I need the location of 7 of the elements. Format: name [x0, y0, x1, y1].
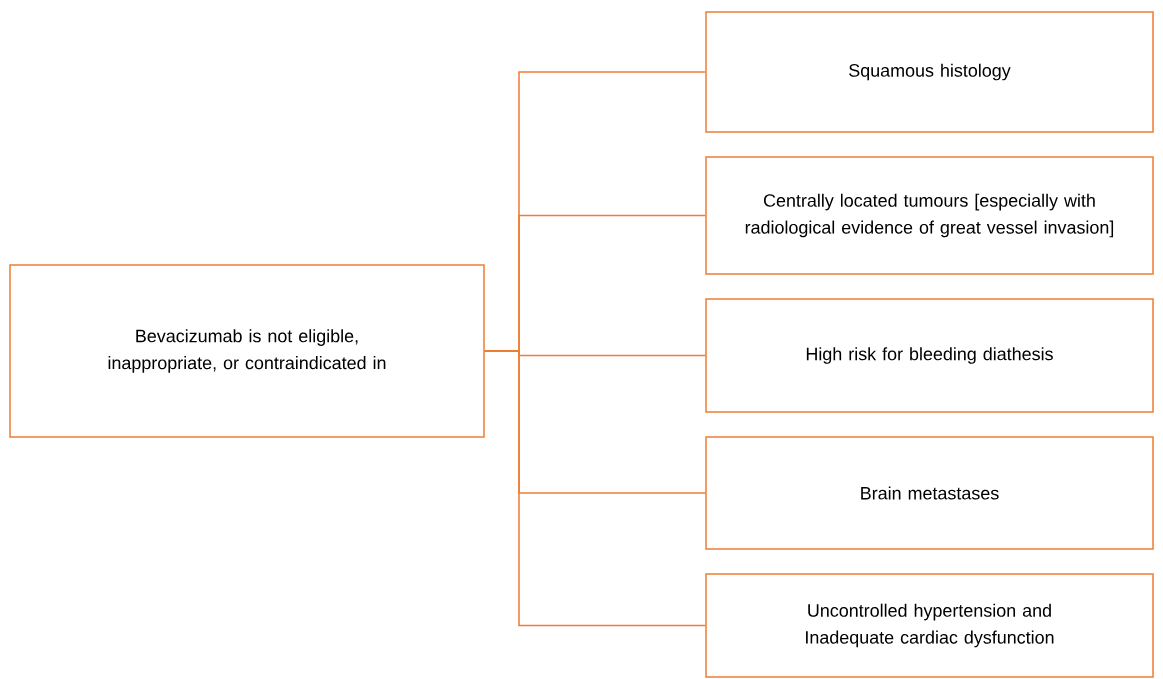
- text-box: Bevacizumab is not eligible, inappropriate, or contraindicated in: [9, 264, 485, 438]
- text-box: Uncontrolled hypertension and Inadequate cardiac dysfunction: [705, 573, 1154, 678]
- text-box: Squamous histology: [705, 11, 1154, 133]
- connector: [484, 350, 706, 627]
- text-box: Centrally located tumours [especially with radiological evidence of great vessel invasion]: [705, 156, 1154, 275]
- text-box: High risk for bleeding diathesis: [705, 298, 1154, 413]
- text-box: Brain metastases: [705, 436, 1154, 550]
